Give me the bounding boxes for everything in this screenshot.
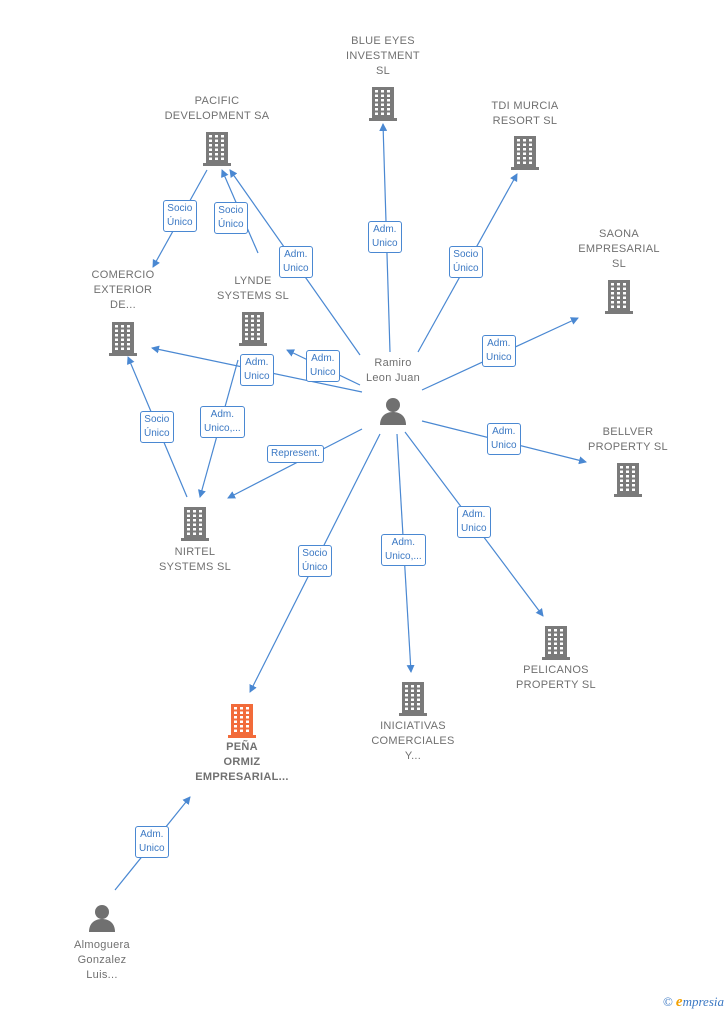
edge-label-nirtel-to-comercio[interactable]: Socio Único [140, 411, 174, 443]
building-icon-saona[interactable] [604, 278, 634, 319]
edge-label-ramiro-to-lynde[interactable]: Adm. Unico [306, 350, 340, 382]
person-icon-almoguera[interactable] [87, 903, 117, 938]
building-icon-nirtel[interactable] [180, 505, 210, 546]
edge-ramiro-to-nirtel [227, 428, 363, 499]
edge-label-ramiro-to-saona[interactable]: Adm. Unico [482, 335, 516, 367]
building-icon-bellver[interactable] [613, 461, 643, 502]
edge-label-almoguera-to-pena[interactable]: Adm. Unico [135, 826, 169, 858]
building-icon-blue_eyes[interactable] [368, 85, 398, 126]
edge-label-ramiro-to-nirtel[interactable]: Represent. [267, 445, 324, 463]
building-icon-pacific[interactable] [202, 130, 232, 171]
building-icon-iniciativas[interactable] [398, 680, 428, 721]
edge-label-ramiro-to-tdi[interactable]: Socio Único [449, 246, 483, 278]
edge-label-ramiro-to-pacific[interactable]: Adm. Unico [279, 246, 313, 278]
edge-label-ramiro-to-iniciativas[interactable]: Adm. Unico,... [381, 534, 426, 566]
edge-label-lynde-to-nirtel[interactable]: Adm. Unico,... [200, 406, 245, 438]
node-label-ramiro[interactable]: Ramiro Leon Juan [365, 357, 421, 384]
building-icon-pena[interactable] [227, 702, 257, 743]
brand-logo-text: mpresia [682, 994, 724, 1009]
edge-label-pacific-to-comercio[interactable]: Socio Único [163, 200, 197, 232]
edge-label-ramiro-to-blue_eyes[interactable]: Adm. Unico [368, 221, 402, 253]
node-label-pelicanos[interactable]: PELICANOS PROPERTY SL [516, 664, 596, 691]
node-label-lynde[interactable]: LYNDE SYSTEMS SL [216, 275, 290, 302]
copyright-symbol: © [663, 994, 673, 1009]
node-label-tdi[interactable]: TDI MURCIA RESORT SL [491, 100, 559, 127]
brand-logo-initial: e [675, 994, 683, 1010]
node-label-pacific[interactable]: PACIFIC DEVELOPMENT SA [164, 95, 270, 122]
edge-label-ramiro-to-bellver[interactable]: Adm. Unico [487, 423, 521, 455]
node-label-blue_eyes[interactable]: BLUE EYES INVESTMENT SL [346, 35, 420, 77]
node-label-comercio[interactable]: COMERCIO EXTERIOR DE... [91, 269, 155, 311]
building-icon-lynde[interactable] [238, 310, 268, 351]
footer-brand: ©empresia [663, 994, 724, 1011]
building-icon-comercio[interactable] [108, 320, 138, 361]
edge-label-lynde-to-pacific[interactable]: Socio Único [214, 202, 248, 234]
node-label-saona[interactable]: SAONA EMPRESARIAL SL [578, 228, 660, 270]
edge-label-ramiro-to-pelicanos[interactable]: Adm. Unico [457, 506, 491, 538]
node-label-iniciativas[interactable]: INICIATIVAS COMERCIALES Y... [371, 720, 455, 762]
building-icon-tdi[interactable] [510, 134, 540, 175]
node-label-nirtel[interactable]: NIRTEL SYSTEMS SL [158, 546, 232, 573]
person-icon-ramiro[interactable] [378, 396, 408, 431]
node-label-almoguera[interactable]: Almoguera Gonzalez Luis... [74, 939, 130, 981]
edge-label-ramiro-to-comercio[interactable]: Adm. Unico [240, 354, 274, 386]
edge-label-ramiro-to-pena[interactable]: Socio Único [298, 545, 332, 577]
node-label-pena[interactable]: PEÑA ORMIZ EMPRESARIAL... [195, 741, 289, 783]
node-label-bellver[interactable]: BELLVER PROPERTY SL [588, 426, 668, 453]
building-icon-pelicanos[interactable] [541, 624, 571, 665]
